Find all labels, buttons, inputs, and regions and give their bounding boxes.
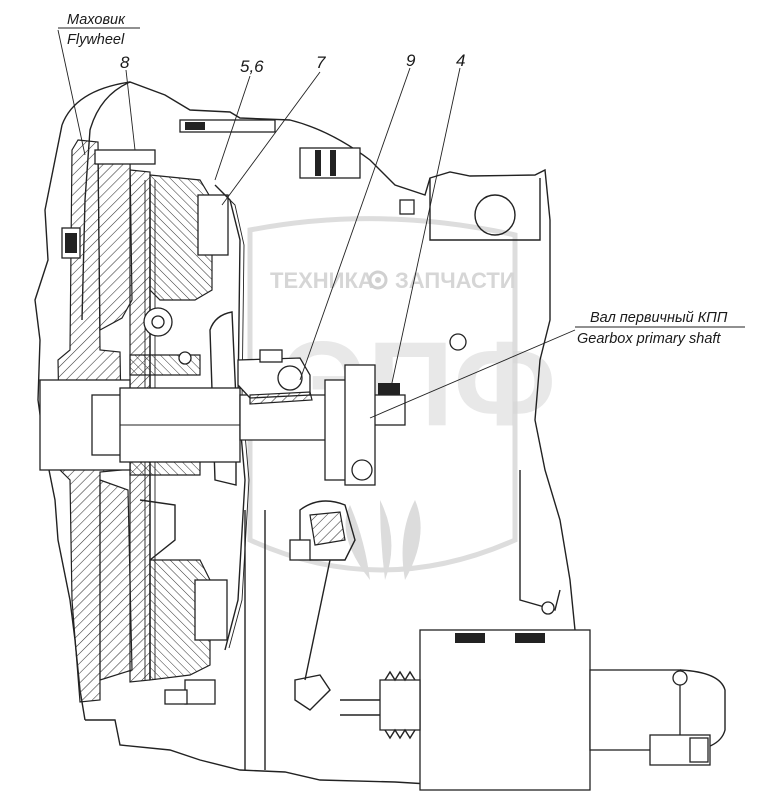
release-bearing xyxy=(237,349,313,405)
labels: Маховик Flywheel 8 5,6 7 9 4 Вал первичн… xyxy=(67,12,728,347)
wheat-ornament xyxy=(345,500,421,580)
leader-lines xyxy=(57,27,745,419)
label-part-9: 9 xyxy=(406,51,416,70)
label-flywheel-en: Flywheel xyxy=(67,32,125,48)
watermark: ТЕХНИКА ЗАПЧАСТИ ЭПФ xyxy=(247,216,556,580)
watermark-text-1: ТЕХНИКА xyxy=(270,268,374,293)
label-part-4: 4 xyxy=(456,51,465,70)
gear-icon xyxy=(368,270,388,290)
pressure-plate xyxy=(129,169,229,683)
release-fork xyxy=(244,500,356,770)
label-shaft-ru: Вал первичный КПП xyxy=(590,310,728,326)
booster-bellows xyxy=(384,670,416,740)
label-flywheel-ru: Маховик xyxy=(67,12,126,28)
label-part-5-6: 5,6 xyxy=(240,57,264,76)
clutch-booster xyxy=(340,629,726,791)
label-part-8: 8 xyxy=(120,53,130,72)
primary-shaft xyxy=(39,364,406,486)
label-part-7: 7 xyxy=(316,53,326,72)
fasteners xyxy=(164,119,415,705)
watermark-text-2: ЗАПЧАСТИ xyxy=(395,268,516,293)
label-shaft-en: Gearbox primary shaft xyxy=(577,331,721,347)
